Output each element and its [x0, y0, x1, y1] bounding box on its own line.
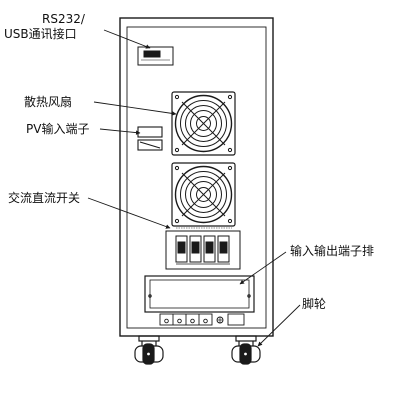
label-io-terminal: 输入输出端子排: [290, 244, 375, 258]
fan-upper: [171, 91, 236, 156]
fan-lower: [171, 162, 236, 227]
leader-comm: [103, 29, 151, 49]
cabinet: [119, 17, 274, 337]
switch-block: [165, 227, 241, 270]
terminal-strip: [159, 313, 245, 326]
leader-caster: [257, 304, 301, 347]
leader-fan: [93, 101, 177, 116]
label-fan: 散热风扇: [24, 95, 73, 109]
caster-right: [231, 335, 261, 365]
leader-switch: [87, 197, 171, 229]
caster-left: [134, 335, 164, 365]
leader-terminal: [239, 251, 287, 285]
label-pv-terminal: PV输入端子: [26, 122, 90, 136]
leader-lines: [87, 29, 301, 347]
pv-terminals: [137, 126, 163, 151]
terminal-cover: [144, 275, 255, 313]
label-rs232: RS232/: [42, 12, 85, 26]
leader-pv: [99, 128, 141, 135]
label-usb-port: USB通讯接口: [4, 27, 77, 41]
comm-port: [137, 46, 174, 66]
label-dc-switch: 交流直流开关: [8, 191, 81, 205]
label-caster: 脚轮: [302, 297, 327, 311]
